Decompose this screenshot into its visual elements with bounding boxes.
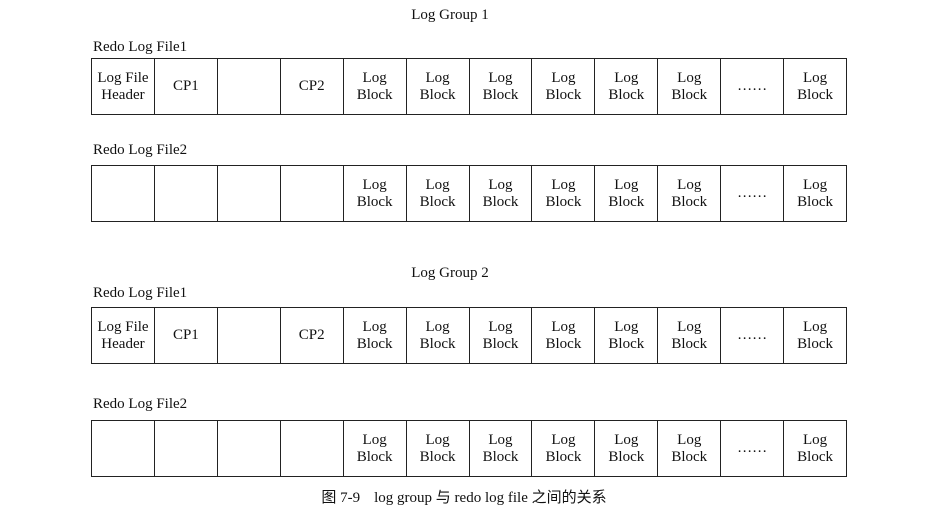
log-block-cell: Log Block bbox=[470, 308, 533, 363]
log-block-cell: Log Block bbox=[407, 308, 470, 363]
redo-log-file-row-g2-f2: Log Block Log Block Log Block Log Block … bbox=[91, 420, 847, 477]
cp2-cell: CP2 bbox=[281, 59, 344, 114]
log-block-cell: Log Block bbox=[470, 166, 533, 221]
log-block-cell: Log Block bbox=[532, 166, 596, 221]
group-title-1: Log Group 1 bbox=[411, 7, 489, 23]
cp2-cell: CP2 bbox=[281, 308, 344, 363]
log-block-cell: Log Block bbox=[658, 59, 722, 114]
group-title-2: Log Group 2 bbox=[411, 265, 489, 281]
log-block-cell: Log Block bbox=[407, 421, 470, 476]
empty-cell bbox=[218, 166, 281, 221]
empty-cell bbox=[218, 59, 281, 114]
empty-cell bbox=[281, 421, 344, 476]
log-block-cell: Log Block bbox=[407, 59, 470, 114]
ellipsis-cell: …… bbox=[721, 421, 785, 476]
log-block-cell: Log Block bbox=[595, 166, 659, 221]
log-block-cell: Log Block bbox=[344, 166, 407, 221]
log-block-cell: Log Block bbox=[470, 421, 533, 476]
log-block-cell: Log Block bbox=[344, 59, 407, 114]
log-block-cell: Log Block bbox=[595, 59, 659, 114]
empty-cell bbox=[92, 166, 155, 221]
log-block-cell: Log Block bbox=[470, 59, 533, 114]
ellipsis-cell: …… bbox=[721, 59, 785, 114]
log-block-cell: Log Block bbox=[344, 421, 407, 476]
log-block-cell: Log Block bbox=[532, 421, 596, 476]
log-block-cell: Log Block bbox=[797, 318, 834, 352]
file-label-g1-f2: Redo Log File2 bbox=[93, 142, 188, 158]
log-block-cell: Log Block bbox=[407, 166, 470, 221]
file-label-g2-f1: Redo Log File1 bbox=[93, 285, 188, 301]
empty-cell bbox=[218, 421, 281, 476]
cp1-cell: CP1 bbox=[155, 59, 218, 114]
log-block-cell: Log Block bbox=[532, 59, 596, 114]
log-block-cell: Log Block bbox=[797, 431, 834, 465]
empty-cell bbox=[218, 308, 281, 363]
log-block-cell: Log Block bbox=[797, 176, 834, 210]
log-block-cell: Log Block bbox=[658, 308, 722, 363]
ellipsis-cell: …… bbox=[721, 308, 785, 363]
log-block-cell: Log Block bbox=[595, 308, 659, 363]
log-file-header-cell: Log File Header bbox=[92, 59, 155, 114]
figure-caption: 图 7-9 log group 与 redo log file 之间的关系 bbox=[0, 489, 928, 507]
redo-log-file-row-g1-f1: Log File Header CP1 CP2 Log Block Log Bl… bbox=[91, 58, 847, 115]
empty-cell bbox=[281, 166, 344, 221]
log-block-cell: Log Block bbox=[344, 308, 407, 363]
cp1-cell: CP1 bbox=[155, 308, 218, 363]
log-block-cell: Log Block bbox=[595, 421, 659, 476]
empty-cell bbox=[92, 421, 155, 476]
log-block-cell: Log Block bbox=[532, 308, 596, 363]
figure-caption-text: log group 与 redo log file 之间的关系 bbox=[374, 490, 607, 506]
redo-log-file-row-g2-f1: Log File Header CP1 CP2 Log Block Log Bl… bbox=[91, 307, 847, 364]
empty-cell bbox=[155, 421, 218, 476]
log-file-header-cell: Log File Header bbox=[92, 308, 155, 363]
empty-cell bbox=[155, 166, 218, 221]
file-label-g1-f1: Redo Log File1 bbox=[93, 39, 188, 55]
log-block-cell: Log Block bbox=[797, 69, 834, 103]
figure-number: 图 7-9 bbox=[321, 490, 361, 506]
log-block-cell: Log Block bbox=[658, 421, 722, 476]
file-label-g2-f2: Redo Log File2 bbox=[93, 396, 188, 412]
log-block-cell: Log Block bbox=[658, 166, 722, 221]
ellipsis-cell: …… bbox=[721, 166, 785, 221]
redo-log-file-row-g1-f2: Log Block Log Block Log Block Log Block … bbox=[91, 165, 847, 222]
